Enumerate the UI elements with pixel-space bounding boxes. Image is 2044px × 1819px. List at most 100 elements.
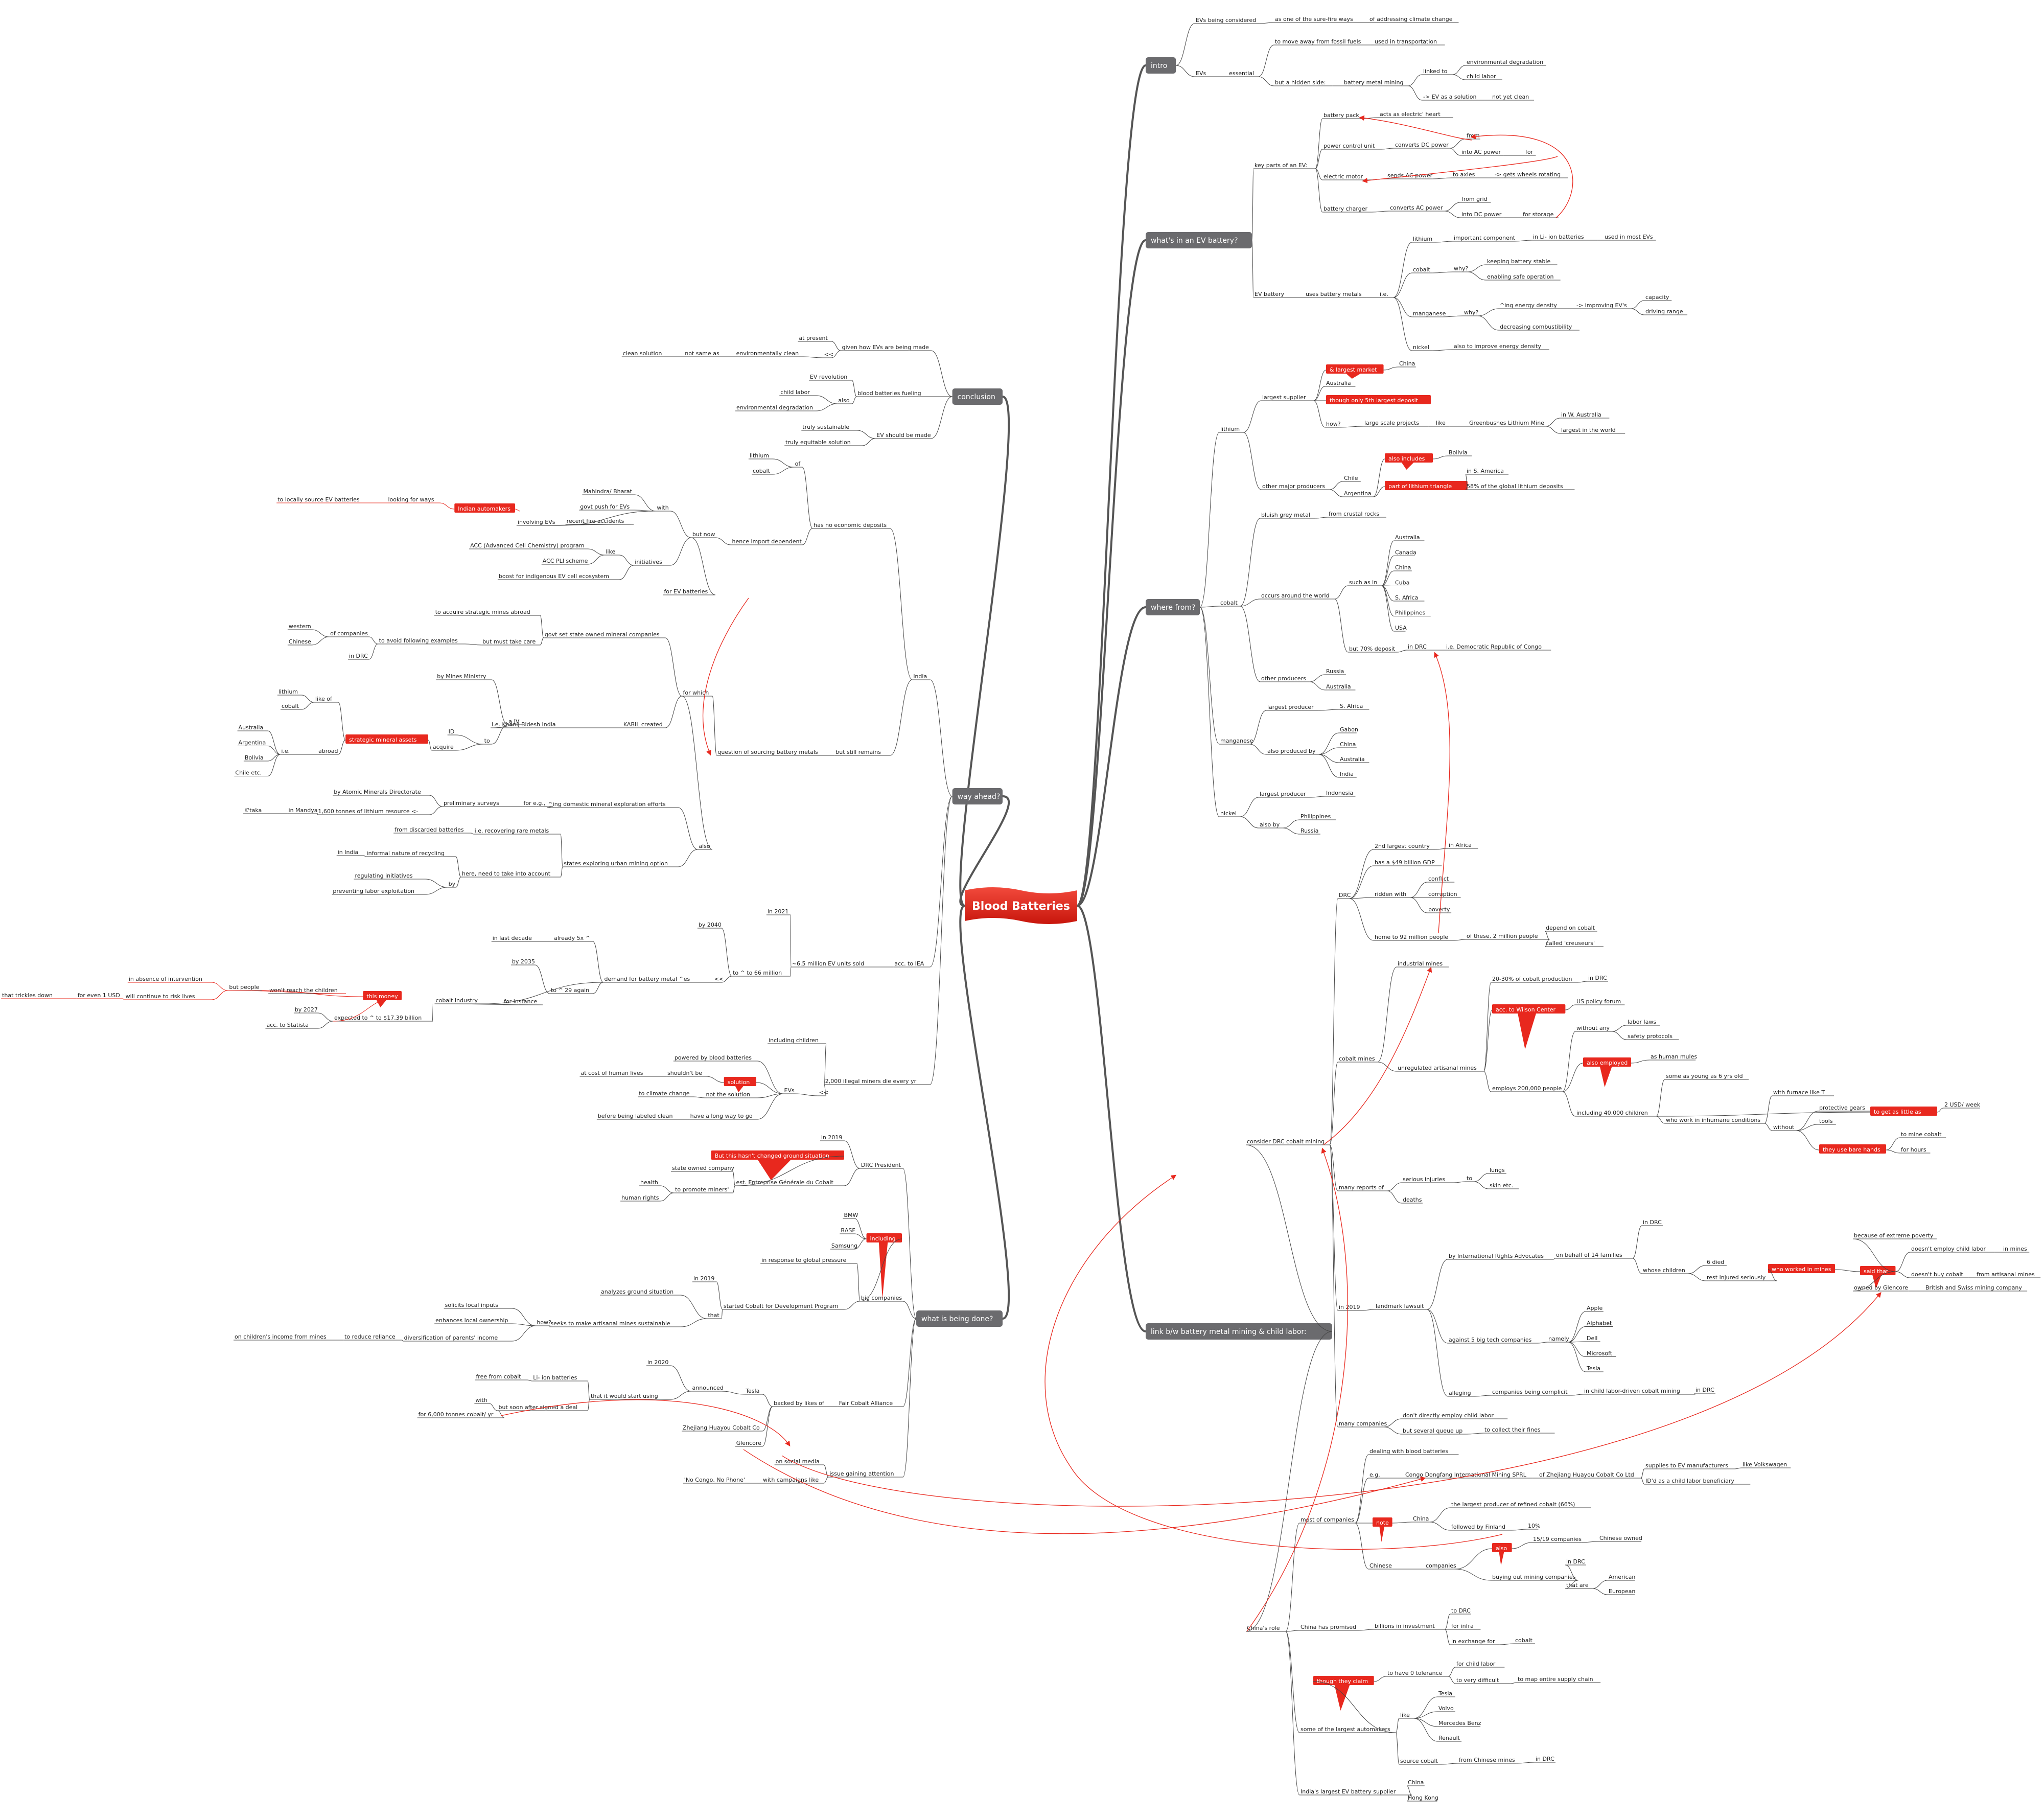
link-id-beneficiary: ID'd as a child labor beneficiary <box>1645 1478 1734 1484</box>
connector <box>1349 849 1374 899</box>
way-ahead-ie: i.e. <box>281 748 290 754</box>
where-from-argentina: Argentina <box>1344 490 1372 497</box>
connector <box>1545 418 1561 427</box>
way-ahead-acc-iea: acc. to IEA <box>894 960 924 967</box>
conclusion-env-degradation: environmental degradation <box>736 404 813 411</box>
connector <box>547 806 553 808</box>
way-ahead-not-solution: not the solution <box>706 1091 750 1098</box>
callout-tail <box>757 1160 791 1180</box>
where-from-largest-producer2: largest producer <box>1260 791 1306 797</box>
connector <box>425 879 448 888</box>
where-from-in-w-australia: in W. Australia <box>1561 411 1601 418</box>
topic-link[interactable]: link b/w battery metal mining & child la… <box>1146 1323 1332 1340</box>
connector <box>772 467 794 475</box>
link-of-zhejiang: of Zhejiang Huayou Cobalt Co Ltd <box>1539 1471 1634 1478</box>
where-from-largest-producer: largest producer <box>1267 704 1314 710</box>
where-from-mn-producers-0: Gabon <box>1340 726 1358 733</box>
link-consider-drc: consider DRC cobalt mining <box>1247 1138 1325 1145</box>
link-against-5: against 5 big tech companies <box>1449 1337 1532 1343</box>
link-to-get: to get as little as <box>1874 1109 1921 1115</box>
link-automakers-1: Volvo <box>1438 1705 1454 1712</box>
link-tech-2: Dell <box>1587 1335 1597 1342</box>
connector <box>732 1185 736 1193</box>
connector <box>1283 827 1300 835</box>
what-done-on-social: on social media <box>776 1458 820 1465</box>
connector <box>1260 22 1274 24</box>
connector <box>1474 1181 1489 1189</box>
whats-in-from-grid: from grid <box>1461 196 1488 202</box>
connector <box>1329 1144 1338 1191</box>
connector <box>1465 474 1468 487</box>
connector <box>1283 819 1300 828</box>
link-fifteen-19: 15/19 companies <box>1533 1536 1582 1542</box>
connector <box>619 555 634 566</box>
connector <box>1393 272 1412 298</box>
where-from-countries-6: USA <box>1395 625 1407 631</box>
whats-in-important-component: important component <box>1454 235 1516 241</box>
what-done-havent-changed-callout: But this hasn't changed ground situation <box>711 1150 844 1180</box>
connector <box>1562 1063 1584 1092</box>
link-alleging: alleging <box>1449 1390 1471 1396</box>
link-labor-laws: labor laws <box>1628 1019 1656 1025</box>
way-ahead-regulating: regulating initiatives <box>355 872 412 879</box>
connector <box>844 1168 860 1186</box>
whats-in-nickel: nickel <box>1413 344 1429 351</box>
connector <box>1568 1311 1586 1343</box>
connector <box>1334 598 1349 653</box>
what-done-fair-cobalt: Fair Cobalt Alliance <box>839 1400 893 1407</box>
link-acc-wilson: acc. to Wilson Center <box>1496 1006 1556 1013</box>
connector <box>862 438 876 446</box>
way-ahead-in-drc: in DRC <box>349 653 368 659</box>
topic-box <box>952 788 1003 804</box>
topic-conclusion[interactable]: conclusion <box>952 388 1003 405</box>
topic-way-ahead[interactable]: way ahead? <box>952 788 1003 804</box>
link-companies-complicit: companies being complicit <box>1492 1389 1568 1395</box>
where-from-countries-3: Cuba <box>1395 580 1409 586</box>
topic-intro[interactable]: intro <box>1146 57 1176 74</box>
connector <box>1199 607 1220 817</box>
cross-link-for-electric-motor <box>1362 156 1558 183</box>
way-ahead-ie-khanij: i.e. Khanij Bidesh India <box>492 721 555 728</box>
connector <box>930 679 953 797</box>
topic-what-done[interactable]: what is being done? <box>916 1310 1003 1327</box>
link-they-bare: they use bare hands <box>1823 1146 1880 1153</box>
callout-box <box>711 1150 844 1160</box>
link-automakers-3: Renault <box>1438 1735 1460 1741</box>
way-ahead-illegal-miners: 2,000 illegal miners die every yr <box>825 1078 917 1085</box>
where-from-nickel: nickel <box>1220 810 1237 817</box>
connector <box>1329 489 1343 497</box>
link-china-promised: China has promised <box>1300 1624 1356 1630</box>
connector <box>1397 650 1407 653</box>
connector <box>1499 1643 1515 1645</box>
way-ahead-hence-import: hence import dependent <box>732 538 802 545</box>
connector <box>680 1295 707 1319</box>
connector <box>1452 74 1466 80</box>
topic-whats-in[interactable]: what's in an EV battery? <box>1146 232 1252 248</box>
central-topic[interactable]: Blood Batteries <box>965 887 1077 924</box>
link-note: note <box>1376 1519 1389 1526</box>
link-many-reports: many reports of <box>1339 1184 1384 1191</box>
way-ahead-but-still: but still remains <box>835 749 881 755</box>
connector <box>1396 1732 1400 1765</box>
connector <box>1631 300 1645 309</box>
callout-tail <box>735 1086 744 1092</box>
connector <box>1318 754 1339 778</box>
where-from-occurs: occurs around the world <box>1261 592 1330 599</box>
connector <box>1512 1542 1532 1549</box>
way-ahead-boost: boost for indigenous EV cell ecosystem <box>499 573 609 580</box>
whats-in-to-axles: to axles <box>1453 171 1475 178</box>
connector <box>1835 1269 1861 1272</box>
way-ahead-solution: solution <box>728 1079 750 1086</box>
connector <box>1318 732 1339 755</box>
connector <box>1895 1252 1911 1272</box>
connector <box>1393 242 1412 298</box>
where-from-part-triangle: part of lithium triangle <box>1388 483 1452 490</box>
connector <box>434 1003 543 1005</box>
topic-where-from[interactable]: where from? <box>1146 599 1200 615</box>
connector <box>317 1012 334 1022</box>
connector <box>762 1394 773 1407</box>
link-poverty: poverty <box>1428 906 1450 913</box>
connector <box>540 637 544 646</box>
where-from-russia2: Russia <box>1300 827 1318 834</box>
intro-evs: EVs <box>1196 70 1206 77</box>
